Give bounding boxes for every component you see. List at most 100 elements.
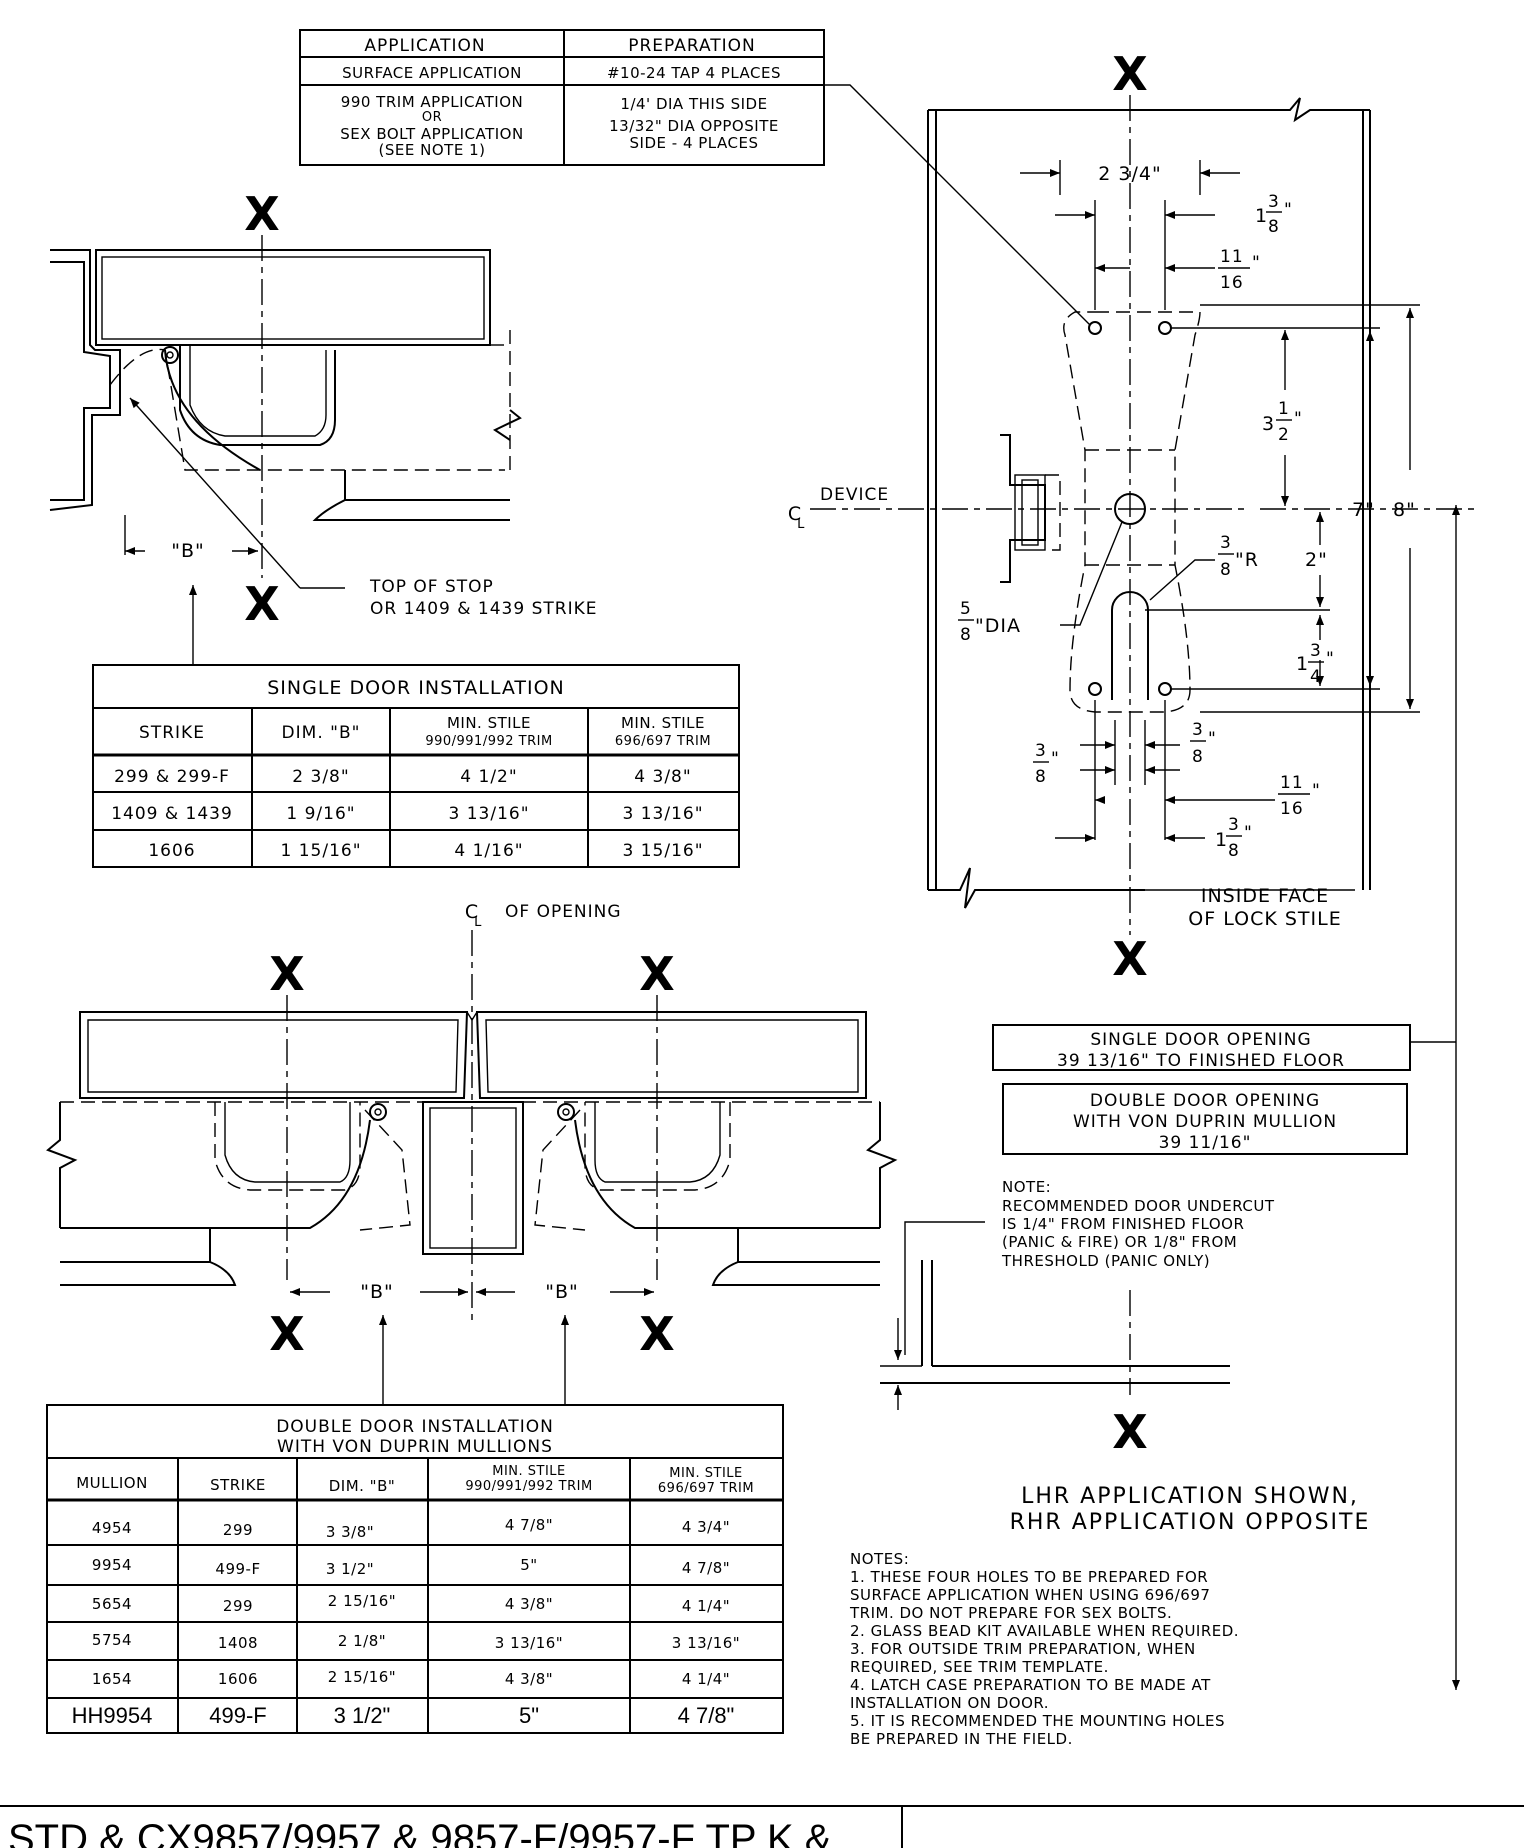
dim-num: 3	[1228, 815, 1240, 835]
dim-num: 3	[1220, 533, 1232, 553]
device-label: DEVICE	[820, 485, 889, 505]
dim-den: 2	[1278, 425, 1290, 445]
dim-2-3-4: 2 3/4"	[1098, 163, 1161, 185]
dim-num: 3	[1192, 720, 1204, 740]
table-cell: 4 3/8"	[505, 1595, 553, 1613]
table-cell: 1 9/16"	[286, 804, 355, 824]
marker-x: X	[639, 947, 674, 1001]
table-cell: 1606	[148, 841, 195, 861]
dim-dia: "DIA	[975, 615, 1021, 637]
dim-r: "R	[1235, 549, 1259, 571]
table-cell: 9954	[92, 1556, 132, 1574]
single-opening-label: 39 13/16" TO FINISHED FLOOR	[1057, 1051, 1345, 1071]
note-line: 4. LATCH CASE PREPARATION TO BE MADE AT	[850, 1676, 1211, 1694]
prep-header-application: APPLICATION	[364, 36, 485, 56]
lhr-label: RHR APPLICATION OPPOSITE	[1010, 1510, 1371, 1535]
table-cell: 4 7/8"	[678, 1703, 735, 1728]
single-door-section: X X TOP OF STOP OR 1409 & 1439 STRIKE "B…	[49, 187, 596, 665]
table-cell: 2 15/16"	[328, 1668, 396, 1686]
undercut-note-line: NOTE:	[1002, 1178, 1051, 1196]
note-line: TRIM. DO NOT PREPARE FOR SEX BOLTS.	[849, 1604, 1172, 1622]
application-label: LHR APPLICATION SHOWN, RHR APPLICATION O…	[1010, 1484, 1371, 1535]
single-door-table: SINGLE DOOR INSTALLATION STRIKE DIM. "B"…	[92, 664, 740, 868]
table-cell: 3 1/2"	[334, 1703, 391, 1728]
table-cell: 3 3/8"	[326, 1523, 374, 1541]
single-table-title: SINGLE DOOR INSTALLATION	[267, 677, 565, 699]
table-header: MULLION	[76, 1474, 148, 1492]
note-line: SURFACE APPLICATION WHEN USING 696/697	[850, 1586, 1210, 1604]
dim-num: 5	[960, 599, 972, 619]
marker-x: X	[639, 1307, 674, 1361]
table-cell: 5"	[520, 1556, 537, 1574]
dim-whole: 3	[1262, 413, 1275, 435]
dim-den: 4	[1310, 667, 1322, 687]
prep-cell: SIDE - 4 PLACES	[630, 134, 759, 152]
table-header: DIM. "B"	[329, 1477, 396, 1495]
door-elevation: X X C L DEVICE 2 3/4"	[788, 47, 1480, 986]
dim-inch: "	[1294, 409, 1303, 429]
table-cell: 3 15/16"	[622, 841, 703, 861]
table-header: MIN. STILE	[621, 714, 705, 732]
preparation-table: APPLICATION PREPARATION SURFACE APPLICAT…	[299, 29, 1091, 326]
cl-symbol-sub: L	[797, 517, 805, 532]
table-cell: 4 3/8"	[634, 767, 691, 787]
dim-inch: "	[1208, 729, 1217, 749]
table-cell: 5"	[519, 1703, 539, 1728]
marker-x: X	[269, 1307, 304, 1361]
table-cell: 499-F	[215, 1560, 260, 1578]
table-cell: 3 13/16"	[622, 804, 703, 824]
note-line: BE PREPARED IN THE FIELD.	[850, 1730, 1073, 1748]
dim-inch: "	[1326, 649, 1335, 669]
inside-face-label: OF LOCK STILE	[1188, 908, 1341, 930]
single-door-opening-box: SINGLE DOOR OPENING 39 13/16" TO FINISHE…	[992, 1024, 1411, 1071]
table-cell: 499-F	[209, 1703, 266, 1728]
dim-num: 11	[1220, 247, 1244, 267]
table-cell: 1 15/16"	[280, 841, 361, 861]
table-cell: 4 1/4"	[682, 1670, 730, 1688]
note-line: 3. FOR OUTSIDE TRIM PREPARATION, WHEN	[850, 1640, 1196, 1658]
note-line: 1. THESE FOUR HOLES TO BE PREPARED FOR	[850, 1568, 1208, 1586]
table-cell: 1409 & 1439	[111, 804, 233, 824]
note-line: REQUIRED, SEE TRIM TEMPLATE.	[850, 1658, 1109, 1676]
table-cell: 5754	[92, 1631, 132, 1649]
prep-cell: 990 TRIM APPLICATION	[341, 93, 523, 111]
single-opening-label: SINGLE DOOR OPENING	[1090, 1030, 1311, 1050]
single-table-rows: 299 & 299-F 2 3/8" 4 1/2" 4 3/8" 1409 & …	[111, 767, 703, 861]
dim-den: 16	[1220, 273, 1244, 293]
table-cell: 3 1/2"	[326, 1560, 374, 1578]
table-header: 696/697 TRIM	[658, 1481, 754, 1496]
undercut-note: NOTE: RECOMMENDED DOOR UNDERCUT IS 1/4" …	[880, 1178, 1274, 1459]
table-cell: 4 1/2"	[460, 767, 517, 787]
double-door-table: DOUBLE DOOR INSTALLATION WITH VON DUPRIN…	[46, 1404, 784, 1734]
table-cell: 4 3/4"	[682, 1518, 730, 1536]
table-cell: 2 15/16"	[328, 1592, 396, 1610]
dim-b-label: "B"	[360, 1281, 394, 1303]
dim-whole: 1	[1296, 653, 1309, 675]
of-opening-label: OF OPENING	[505, 902, 622, 922]
marker-x: X	[1112, 1405, 1147, 1459]
double-table-title: DOUBLE DOOR INSTALLATION	[276, 1417, 554, 1437]
dim-den: 8	[1192, 747, 1204, 767]
lhr-label: LHR APPLICATION SHOWN,	[1021, 1484, 1359, 1509]
table-cell: 2 3/8"	[292, 767, 349, 787]
table-cell: 3 13/16"	[672, 1634, 740, 1652]
cl-symbol: C	[465, 901, 479, 923]
dim-inch: "	[1244, 823, 1253, 843]
prep-cell: OR	[422, 110, 442, 125]
dim-b-label: "B"	[171, 540, 205, 562]
table-cell: 4 1/4"	[682, 1597, 730, 1615]
notes-block: NOTES: 1. THESE FOUR HOLES TO BE PREPARE…	[849, 1550, 1239, 1748]
dim-2: 2"	[1305, 549, 1328, 571]
table-header: DIM. "B"	[282, 723, 361, 743]
prep-cell: 13/32" DIA OPPOSITE	[609, 117, 779, 135]
dim-den: 8	[960, 625, 972, 645]
dim-den: 8	[1035, 767, 1047, 787]
table-cell: 4954	[92, 1519, 132, 1537]
table-header: 990/991/992 TRIM	[465, 1479, 592, 1494]
title-block-text: STD & CX9857/9957 & 9857-F/9957-F TP K &	[8, 1817, 832, 1848]
dim-den: 16	[1280, 799, 1304, 819]
table-cell: 299 & 299-F	[114, 767, 230, 787]
marker-x: X	[244, 577, 279, 631]
dim-8: 8"	[1393, 499, 1416, 521]
